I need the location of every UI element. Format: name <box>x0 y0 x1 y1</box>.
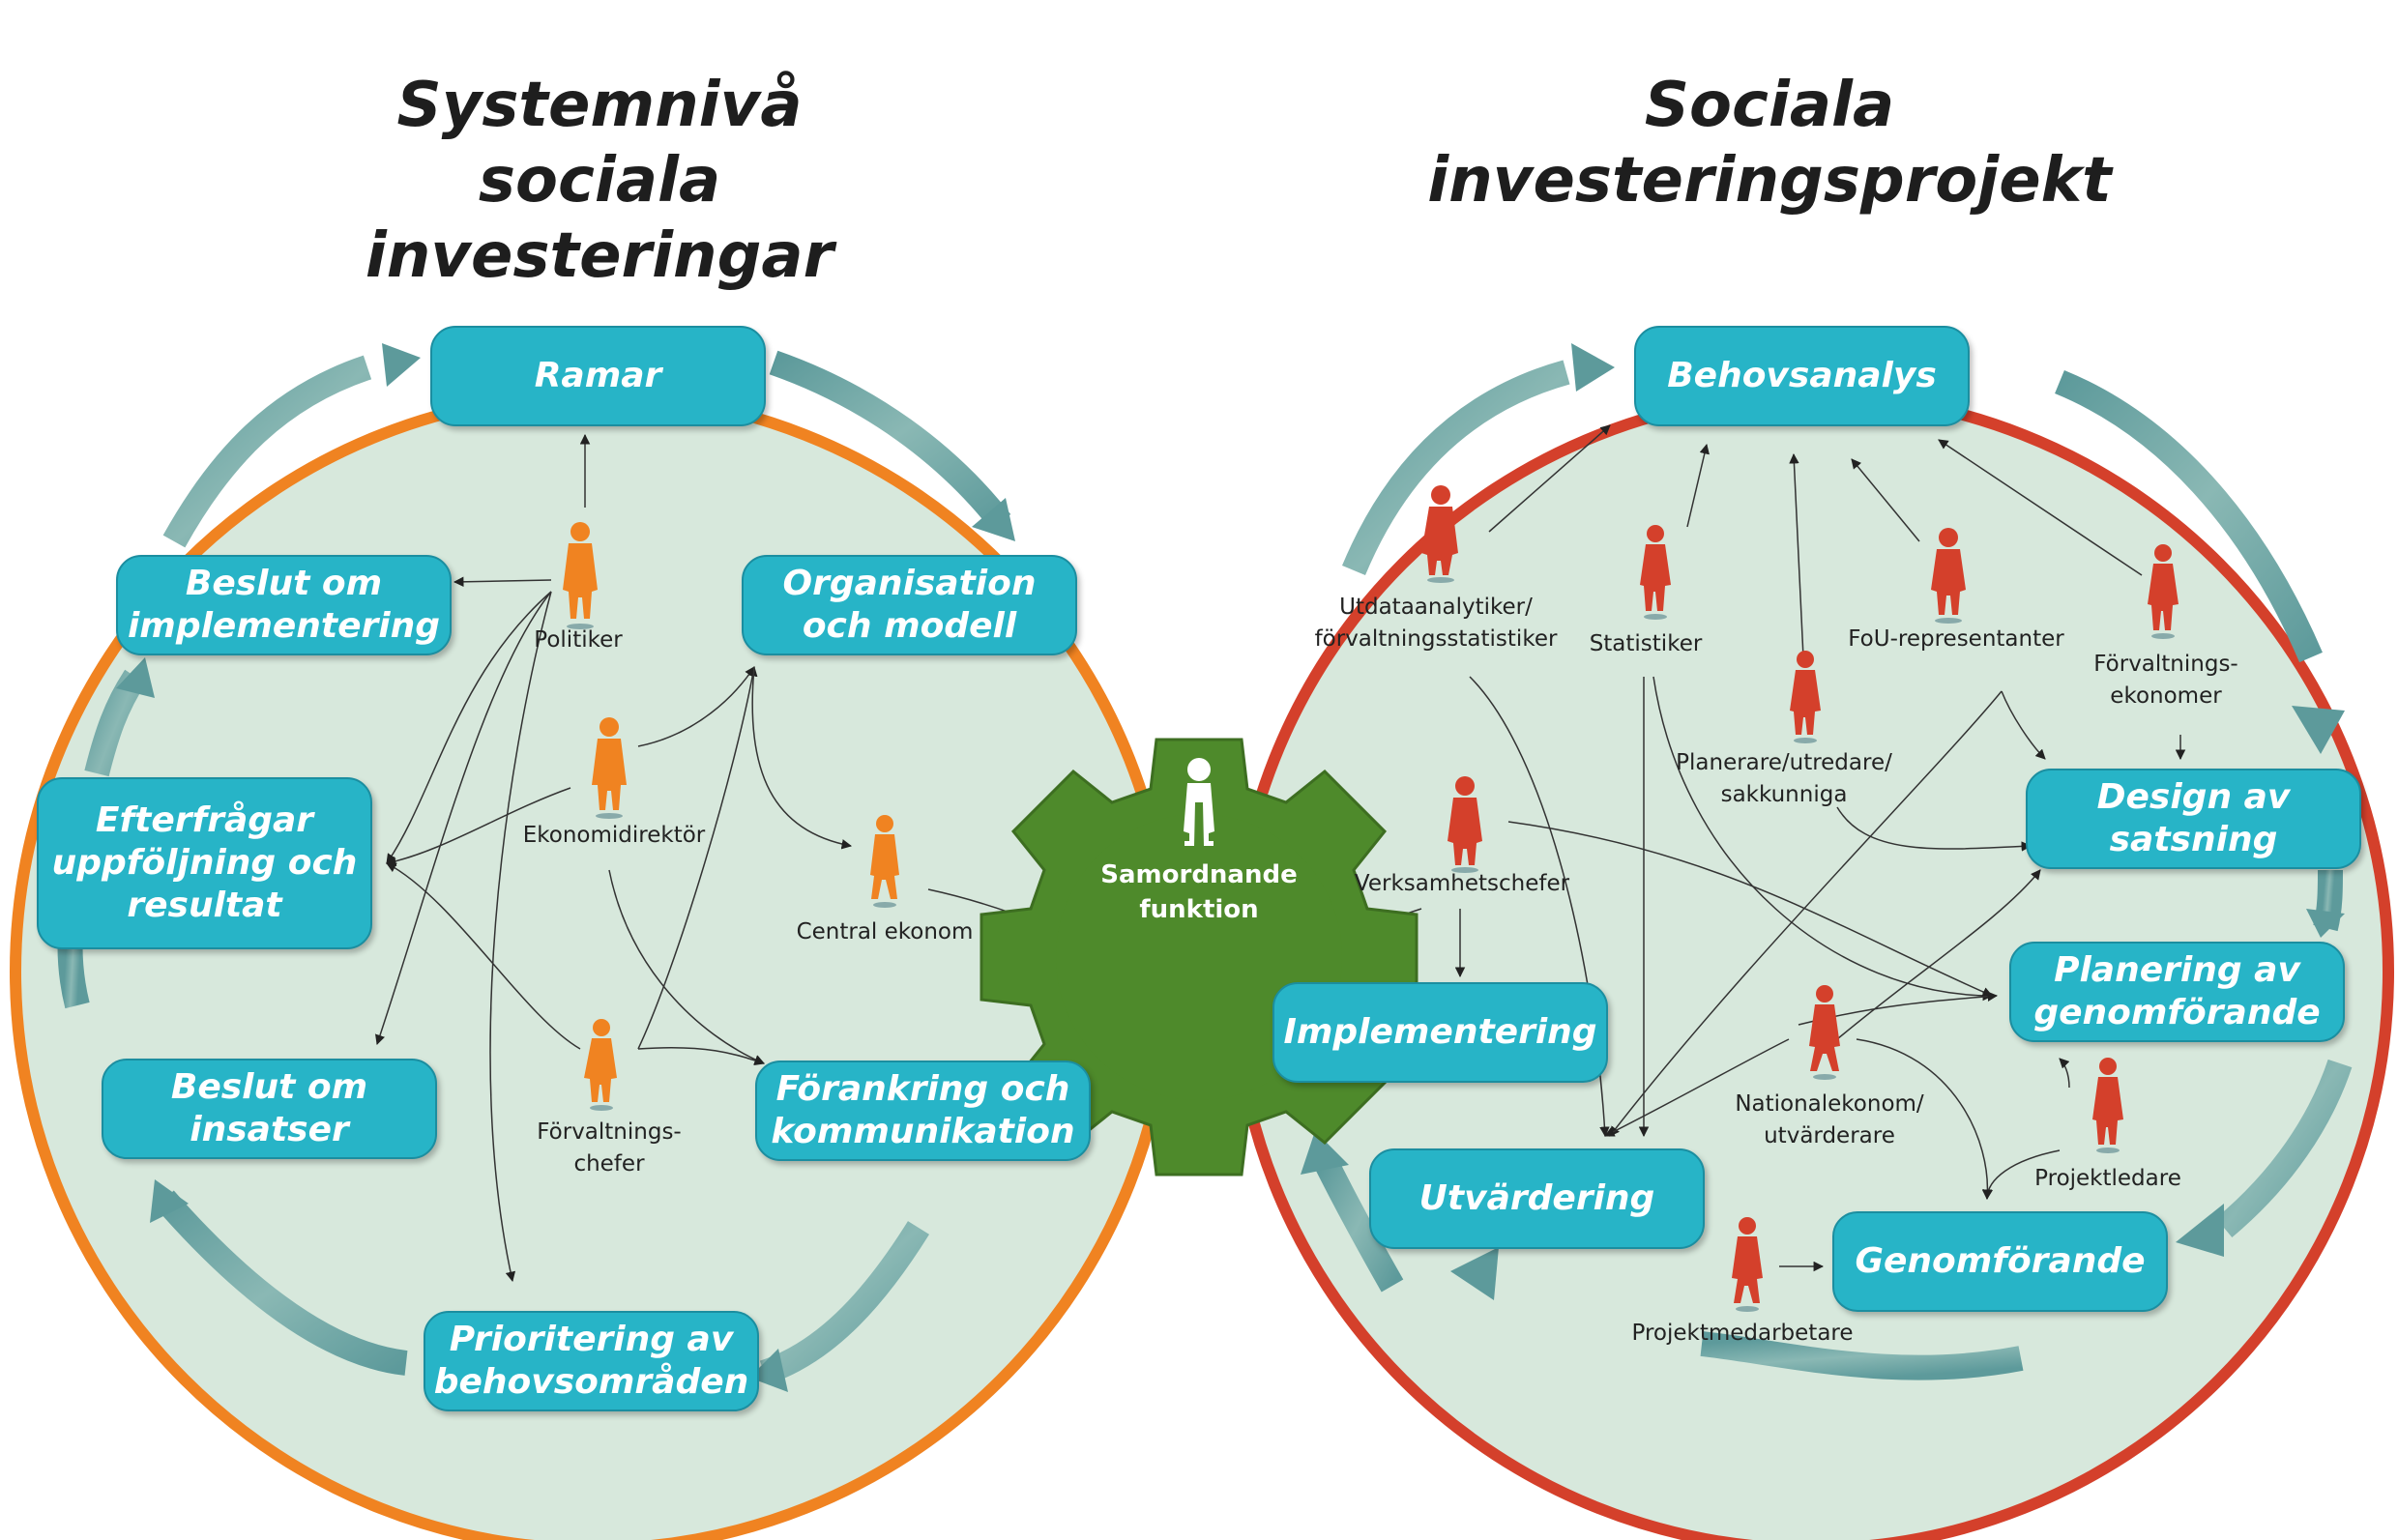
person-icon-central-ekonom <box>870 815 899 908</box>
role-ekonomidirektor: Ekonomidirektör <box>522 823 706 848</box>
box-behovsanalys[interactable]: Behovsanalys <box>1634 326 1970 426</box>
person-icon-projektmedarbetare <box>1732 1217 1763 1312</box>
left-cycle-arrows <box>57 350 1011 1385</box>
box-prioritering-av-behovsomraden[interactable]: Prioritering av behovsområden <box>424 1311 759 1411</box>
right-cycle-arrows <box>1313 360 2353 1380</box>
box-beslut-om-implementering[interactable]: Beslut om implementering <box>116 555 452 655</box>
right-title: Sociala investeringsprojekt <box>1427 70 2112 218</box>
box-planering-av-genomforande[interactable]: Planering av genomförande <box>2009 942 2345 1042</box>
role-statistiker: Statistiker <box>1589 631 1703 656</box>
person-icon-nationalekonom <box>1809 985 1840 1080</box>
box-forankring-och-kommunikation[interactable]: Förankring och kommunikation <box>755 1061 1091 1161</box>
role-verksamhetschefer: Verksamhetschefer <box>1354 871 1570 896</box>
left-title: Systemnivå sociala investeringar <box>365 70 834 293</box>
box-implementering[interactable]: Implementering <box>1272 982 1608 1083</box>
person-icon-fou <box>1931 528 1966 624</box>
person-icon-ekonomidirektor <box>592 717 627 819</box>
box-beslut-om-insatser[interactable]: Beslut om insatser <box>102 1059 437 1159</box>
role-nationalekonom: Nationalekonom/ utvärderare <box>1735 1091 1924 1148</box>
box-design-av-satsning[interactable]: Design av satsning <box>2026 769 2361 869</box>
box-ramar[interactable]: Ramar <box>430 326 766 426</box>
role-utdataanalytiker: Utdataanalytiker/ förvaltningsstatistike… <box>1314 595 1558 652</box>
box-utvardering[interactable]: Utvärdering <box>1369 1148 1705 1249</box>
role-projektledare: Projektledare <box>2034 1166 2181 1191</box>
role-planerare: Planerare/utredare/ sakkunniga <box>1676 750 1892 807</box>
role-forvaltningsekonomer: Förvaltnings- ekonomer <box>2093 652 2238 709</box>
role-forvaltningschefer: Förvaltnings- chefer <box>537 1119 682 1177</box>
right-cycle-arrowheads <box>1301 343 2345 1300</box>
person-icon-statistiker <box>1640 525 1671 620</box>
person-icon-utdataanalytiker <box>1421 485 1458 583</box>
role-projektmedarbetare: Projektmedarbetare <box>1631 1321 1854 1346</box>
role-central-ekonom: Central ekonom <box>796 919 974 944</box>
person-icon-verksamhetschefer <box>1448 776 1482 873</box>
gear-label: Samordnande funktion <box>1100 860 1298 924</box>
box-genomforande[interactable]: Genomförande <box>1832 1211 2168 1312</box>
person-icon-politiker <box>563 522 598 629</box>
role-politiker: Politiker <box>534 627 623 653</box>
person-icon-projektledare <box>2092 1058 2123 1153</box>
person-icon-forvaltningschefer <box>584 1019 617 1111</box>
person-icon-planerare <box>1790 651 1821 743</box>
box-organisation-och-modell[interactable]: Organisation och modell <box>742 555 1077 655</box>
box-efterfragar-uppfoljning[interactable]: Efterfrågar uppföljning och resultat <box>37 777 372 949</box>
gear-person-icon <box>1184 758 1214 846</box>
role-fou: FoU-representanter <box>1848 626 2064 652</box>
person-icon-forvaltningsekonomer <box>2148 544 2179 639</box>
